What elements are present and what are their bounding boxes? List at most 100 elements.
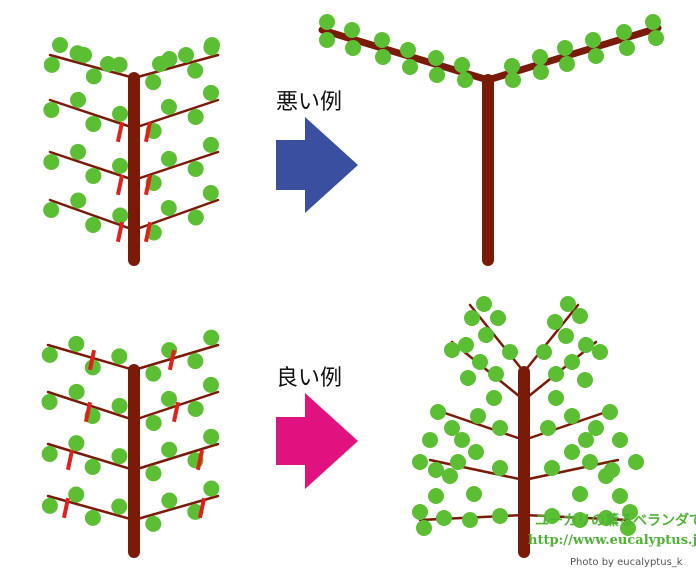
leaf xyxy=(203,428,220,445)
leaf xyxy=(344,22,360,38)
leaf xyxy=(43,101,60,118)
leaf xyxy=(178,47,194,63)
leaf xyxy=(160,150,177,167)
leaf xyxy=(478,327,494,343)
leaf xyxy=(145,365,162,382)
branch xyxy=(132,343,220,372)
leaf xyxy=(450,454,466,470)
leaf xyxy=(598,510,614,526)
leaf xyxy=(43,56,60,73)
leaf xyxy=(145,465,162,482)
leaf xyxy=(187,353,204,370)
leaf xyxy=(486,390,502,406)
leaf xyxy=(428,462,444,478)
leaf xyxy=(544,460,560,476)
leaf xyxy=(540,420,556,436)
leaf xyxy=(616,24,632,40)
leaf xyxy=(488,366,504,382)
leaf xyxy=(428,50,444,66)
leaf xyxy=(598,468,614,484)
leaf xyxy=(468,444,484,460)
branch xyxy=(46,442,136,472)
cut-mark xyxy=(87,349,97,371)
leaf xyxy=(458,337,474,353)
leaf xyxy=(85,167,102,184)
leaf xyxy=(41,346,58,363)
leaf xyxy=(490,310,506,326)
leaf xyxy=(504,58,520,74)
leaf xyxy=(52,37,68,53)
branch xyxy=(132,53,220,80)
leaf xyxy=(532,49,548,65)
leaf xyxy=(160,390,177,407)
cut-mark xyxy=(115,221,125,243)
cut-mark xyxy=(115,174,125,196)
leaf xyxy=(533,64,549,80)
leaf xyxy=(68,383,85,400)
leaf xyxy=(375,49,391,65)
leaf xyxy=(202,185,219,202)
leaf xyxy=(187,209,204,226)
branch xyxy=(522,408,614,442)
tree-before-pruning-good xyxy=(41,329,220,558)
branch xyxy=(132,150,220,182)
leaf xyxy=(466,486,482,502)
leaf xyxy=(460,370,476,386)
leaf xyxy=(374,32,390,48)
leaf xyxy=(111,448,128,465)
leaf xyxy=(422,432,438,448)
leaf xyxy=(412,454,428,470)
cut-mark xyxy=(65,449,75,471)
leaf xyxy=(592,344,608,360)
leaf xyxy=(68,435,85,452)
leaf xyxy=(41,393,58,410)
leaf xyxy=(622,504,638,520)
watermark-site-url: http://www.eucalyptus.jp/ xyxy=(528,533,696,548)
leaf xyxy=(84,509,101,526)
leaf xyxy=(582,454,598,470)
leaf xyxy=(160,200,177,217)
cut-mark xyxy=(143,121,153,143)
branch xyxy=(48,150,136,182)
leaf xyxy=(620,520,636,536)
branch xyxy=(132,198,220,232)
branch xyxy=(46,494,136,522)
cut-mark xyxy=(167,349,177,371)
leaf xyxy=(187,400,204,417)
leaf xyxy=(558,328,574,344)
leaf xyxy=(572,308,588,324)
leaf xyxy=(492,460,508,476)
leaf xyxy=(112,207,129,224)
leaf xyxy=(548,390,564,406)
leaf xyxy=(85,68,102,85)
leaf xyxy=(572,512,588,528)
leaf xyxy=(84,458,101,475)
leaf xyxy=(430,404,446,420)
leaf xyxy=(436,510,452,526)
leaf xyxy=(572,486,588,502)
right-arrow-icon xyxy=(276,393,358,489)
leaf xyxy=(41,497,58,514)
leaf xyxy=(588,420,604,436)
leaf xyxy=(43,201,60,218)
leaf xyxy=(602,404,618,420)
cut-mark xyxy=(197,497,207,519)
leaf xyxy=(442,468,458,484)
cut-mark xyxy=(115,121,125,143)
bad-example-label: 悪い例 xyxy=(276,90,343,115)
leaf xyxy=(187,108,204,125)
leaf xyxy=(85,216,102,233)
leaf xyxy=(111,397,128,414)
leaf xyxy=(319,32,335,48)
leaf xyxy=(68,335,85,352)
leaf xyxy=(204,37,220,53)
leaf xyxy=(560,296,576,312)
leaf xyxy=(429,67,445,83)
watermark-site-name: ユーカリの薫るベランダで xyxy=(535,513,696,529)
leaf xyxy=(544,508,560,524)
leaf xyxy=(202,84,219,101)
leaf xyxy=(470,408,486,424)
branch xyxy=(434,408,526,442)
leaf xyxy=(564,408,580,424)
leaf xyxy=(536,344,552,360)
